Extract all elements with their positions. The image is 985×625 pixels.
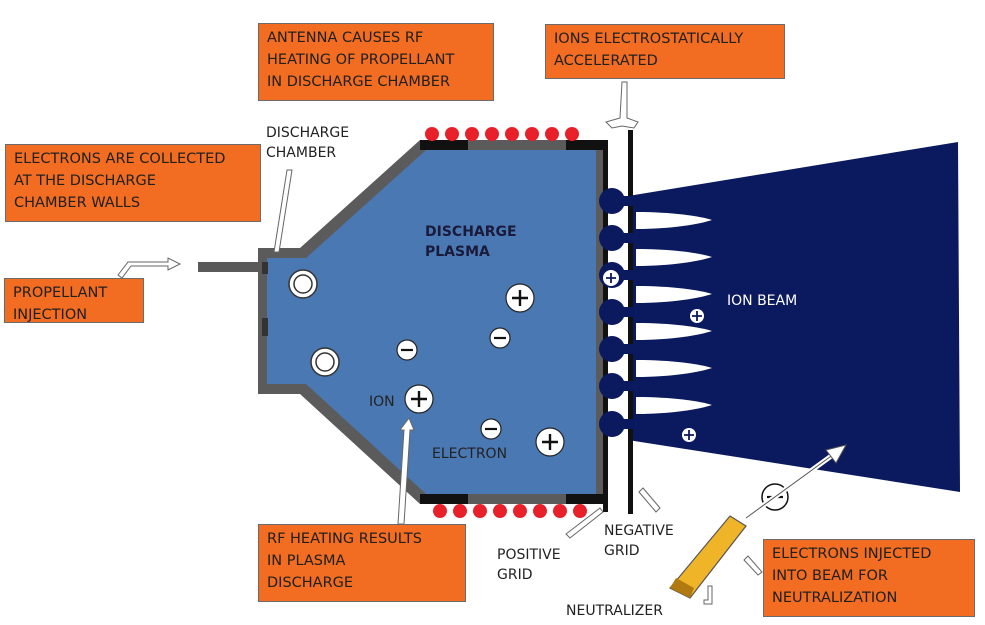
ion-particle [505, 283, 535, 313]
callout-electrons-collected: ELECTRONS ARE COLLECTED AT THE DISCHARGE… [5, 144, 261, 222]
inlet-slot [262, 262, 268, 274]
chamber-corner [566, 140, 604, 150]
beamlet-jets [636, 212, 712, 414]
propellant-feed-pipe [198, 262, 268, 272]
callout-ions-accelerated: IONS ELECTROSTATICALLY ACCELERATED [545, 24, 785, 79]
neutralizer [669, 515, 747, 599]
beam-ion-particle [682, 428, 696, 442]
label-positive-grid: POSITIVE GRID [497, 547, 561, 583]
chamber-corner [566, 494, 604, 504]
beam-ion-particle [603, 270, 619, 286]
callout-propellant-injection: PROPELLANT INJECTION [4, 278, 144, 323]
ion-particle [404, 384, 434, 414]
ion-beam [628, 142, 960, 492]
label-electron: ELECTRON [432, 446, 508, 462]
label-discharge-chamber: DISCHARGE CHAMBER [266, 125, 350, 161]
antenna-coils-bottom [433, 504, 587, 518]
callout-rf-heating: RF HEATING RESULTS IN PLASMA DISCHARGE [258, 524, 466, 602]
label-neutralizer: NEUTRALIZER [566, 603, 663, 619]
chamber-corner [420, 140, 468, 150]
label-ion-beam: ION BEAM [727, 293, 798, 309]
neutral-atom [288, 269, 318, 299]
neutralizer-arrow-head [825, 444, 847, 464]
neutral-atom [310, 347, 340, 377]
leader-lines [117, 81, 763, 605]
electron-particle [489, 327, 511, 349]
beamlets [599, 188, 634, 437]
callout-electrons-injected: ELECTRONS INJECTED INTO BEAM FOR NEUTRAL… [763, 539, 975, 617]
beam-ion-particle [690, 309, 704, 323]
label-ion: ION [369, 394, 395, 410]
inlet-slot [262, 318, 268, 336]
electron-particle [396, 339, 418, 361]
chamber-corner [420, 494, 468, 504]
positive-grid [603, 140, 608, 512]
discharge-plasma-region [267, 150, 596, 494]
antenna-coils-top [425, 127, 579, 141]
negative-grid [628, 130, 633, 514]
electron-particle [480, 418, 502, 440]
ion-particle [535, 427, 565, 457]
label-negative-grid: NEGATIVE GRID [604, 523, 674, 559]
label-discharge-plasma: DISCHARGE PLASMA [425, 224, 517, 260]
callout-antenna: ANTENNA CAUSES RF HEATING OF PROPELLANT … [258, 23, 494, 101]
